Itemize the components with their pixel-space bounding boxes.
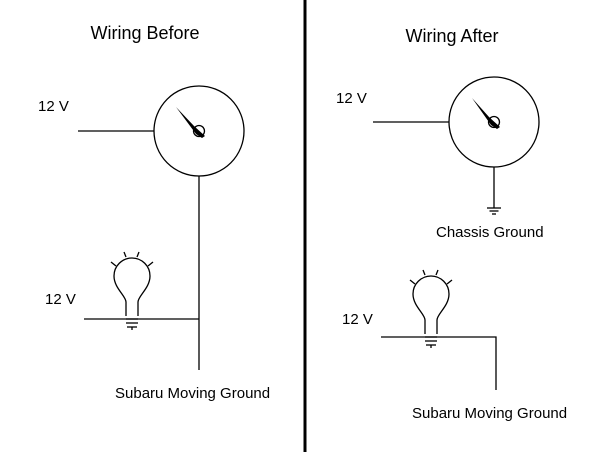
left-gauge-supply-label: 12 V — [38, 98, 69, 115]
right-panel-title: Wiring After — [405, 26, 498, 46]
left-panel-title: Wiring Before — [90, 23, 199, 43]
right-gauge-ground-label: Chassis Ground — [436, 224, 544, 241]
right-bulb-icon — [409, 269, 453, 348]
right-gauge — [448, 76, 540, 168]
left-bulb-icon — [110, 251, 154, 330]
gauge-pivot — [487, 115, 501, 129]
right-bulb-ground-wire — [381, 336, 497, 390]
chassis-ground-icon — [487, 167, 501, 215]
left-panel: Wiring Before 12 V 12 V Subaru Moving Gr… — [38, 23, 270, 402]
right-gauge-supply-label: 12 V — [336, 90, 367, 107]
gauge-needle-icon — [472, 98, 500, 129]
right-panel: Wiring After 12 V Chassis Ground — [336, 26, 567, 422]
gauge-pivot — [192, 124, 206, 138]
right-bulb-supply-label: 12 V — [342, 311, 373, 328]
left-bulb-supply-label: 12 V — [45, 291, 76, 308]
right-ground-label: Subaru Moving Ground — [412, 405, 567, 422]
left-gauge — [153, 85, 245, 177]
left-ground-label: Subaru Moving Ground — [115, 385, 270, 402]
gauge-needle-icon — [176, 107, 205, 138]
